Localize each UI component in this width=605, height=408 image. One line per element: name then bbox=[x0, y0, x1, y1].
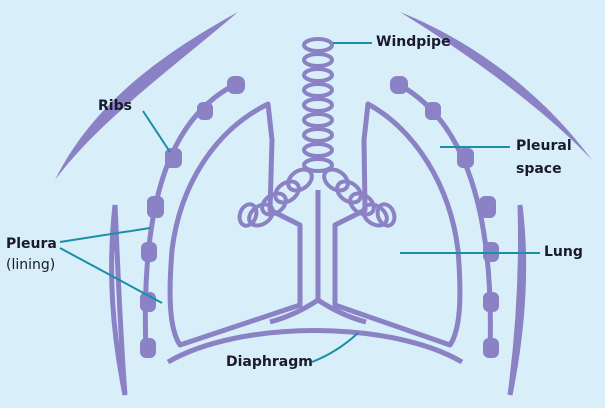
ribs-label: Ribs bbox=[98, 98, 132, 115]
mediastinum-line bbox=[270, 190, 366, 322]
left-ribs bbox=[140, 76, 245, 358]
pleura-sub-label: (lining) bbox=[6, 257, 57, 274]
pleural-space-label: Pleural space bbox=[516, 138, 572, 178]
diaphragm-label: Diaphragm bbox=[226, 354, 313, 371]
pleura-leader-line-upper bbox=[60, 228, 150, 242]
right-lung-shape bbox=[335, 104, 460, 345]
diaphragm-leader-line bbox=[312, 333, 358, 362]
pleura-label: Pleura (lining) bbox=[6, 236, 57, 274]
ribs-leader-line bbox=[143, 111, 170, 152]
right-ribs bbox=[390, 76, 499, 358]
windpipe-shape bbox=[304, 39, 332, 171]
lung-label: Lung bbox=[544, 244, 583, 261]
left-lung-shape bbox=[170, 104, 300, 345]
windpipe-label: Windpipe bbox=[376, 34, 451, 51]
right-flank-outline bbox=[510, 205, 524, 395]
